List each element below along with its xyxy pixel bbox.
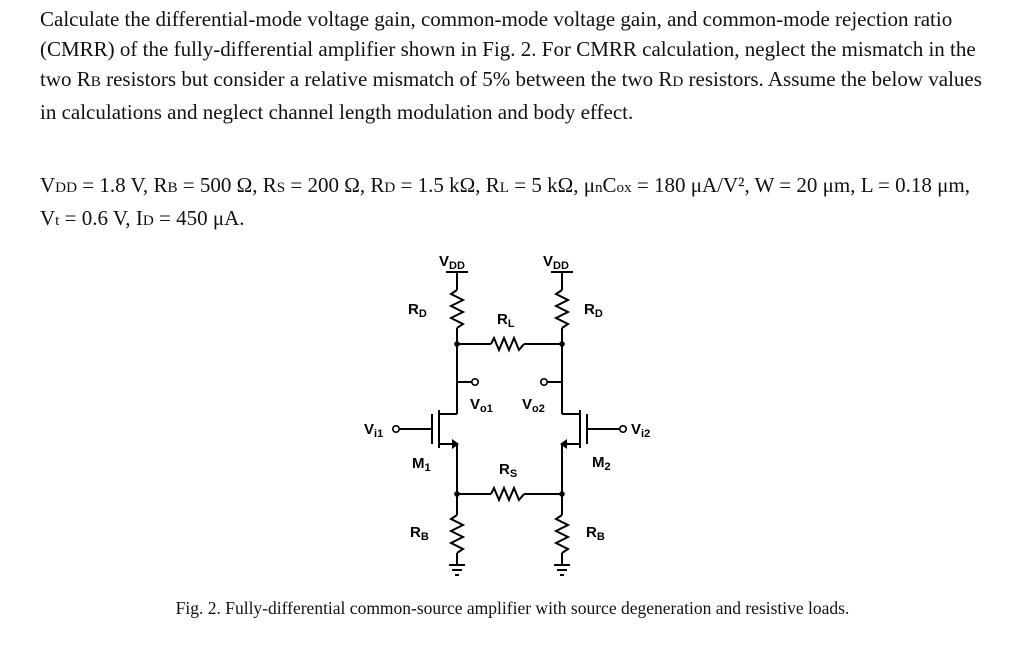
rd-left-label: RD — [408, 301, 427, 320]
param-symbol: R — [153, 173, 168, 197]
vdd-left-label: VDD — [439, 253, 465, 272]
vo2-terminal — [539, 377, 548, 386]
rl-resistor — [490, 335, 525, 353]
param-value: = 450 μA. — [153, 206, 245, 230]
param-value: = 1.8 V, — [77, 173, 154, 197]
rd-right-label: RD — [584, 301, 603, 320]
rd-right-resistor — [553, 289, 571, 329]
param-symbol: V — [40, 206, 56, 230]
param-symbol: R — [262, 173, 277, 197]
m2-label: M2 — [592, 454, 611, 473]
param-subscript: DD — [55, 180, 77, 196]
vo1-label: Vo1 — [470, 396, 493, 415]
rb-right-resistor — [553, 514, 571, 554]
rs-resistor — [490, 485, 525, 503]
param-subscript: S — [276, 180, 286, 196]
statement-text-1: Calculate the differential-mode voltage … — [40, 7, 976, 91]
param-subscript: D — [384, 180, 396, 196]
statement-sub-1: B — [90, 74, 101, 90]
vi2-label: Vi2 — [631, 421, 650, 440]
param-symbol: V — [40, 173, 56, 197]
problem-statement: Calculate the differential-mode voltage … — [40, 4, 988, 127]
param-symbol: μ — [583, 173, 595, 197]
param-value: C — [602, 173, 617, 197]
param-symbol: R — [485, 173, 500, 197]
vi1-terminal — [391, 424, 400, 433]
ground-right-symbol — [554, 564, 570, 576]
vo2-label: Vo2 — [522, 396, 545, 415]
param-symbol: I — [135, 206, 143, 230]
vi2-terminal — [618, 424, 627, 433]
vo1-terminal — [470, 377, 479, 386]
param-subscript: n — [594, 180, 603, 196]
param-value: = 200 Ω, — [285, 173, 371, 197]
param-value: = 180 μA/V², W = 20 μm, L = 0.18 μm, — [631, 173, 970, 197]
rb-left-label: RB — [410, 524, 429, 543]
param-subscript: D — [142, 213, 154, 229]
m2-transistor — [560, 410, 627, 449]
parameter-list: VDD = 1.8 V, RB = 500 Ω, RS = 200 Ω, RD … — [40, 170, 988, 236]
vi1-label: Vi1 — [364, 421, 383, 440]
rb-right-label: RB — [586, 524, 605, 543]
statement-text-3: resistors. Assume the below values in ca… — [40, 67, 982, 124]
param-symbol: R — [370, 173, 385, 197]
figure-caption: Fig. 2. Fully-differential common-source… — [175, 598, 850, 618]
m1-transistor — [391, 410, 459, 449]
vdd-left-symbol — [446, 271, 468, 290]
param-value: = 5 kΩ, — [509, 173, 584, 197]
m1-label: M1 — [412, 455, 431, 474]
param-subscript: L — [499, 180, 509, 196]
param-subscript: ox — [616, 180, 632, 196]
rs-label: RS — [499, 461, 517, 480]
param-subscript: t — [55, 213, 60, 229]
vdd-right-symbol — [551, 271, 573, 290]
statement-sub-2: D — [672, 74, 684, 90]
rl-label: RL — [497, 311, 515, 330]
param-value: = 500 Ω, — [177, 173, 263, 197]
vdd-right-label: VDD — [543, 253, 569, 272]
statement-text-2: resistors but consider a relative mismat… — [100, 67, 673, 91]
param-subscript: B — [167, 180, 178, 196]
param-value: = 0.6 V, — [59, 206, 136, 230]
ground-left-symbol — [449, 564, 465, 576]
rd-left-resistor — [448, 289, 466, 329]
rb-left-resistor — [448, 514, 466, 554]
param-value: = 1.5 kΩ, — [395, 173, 486, 197]
